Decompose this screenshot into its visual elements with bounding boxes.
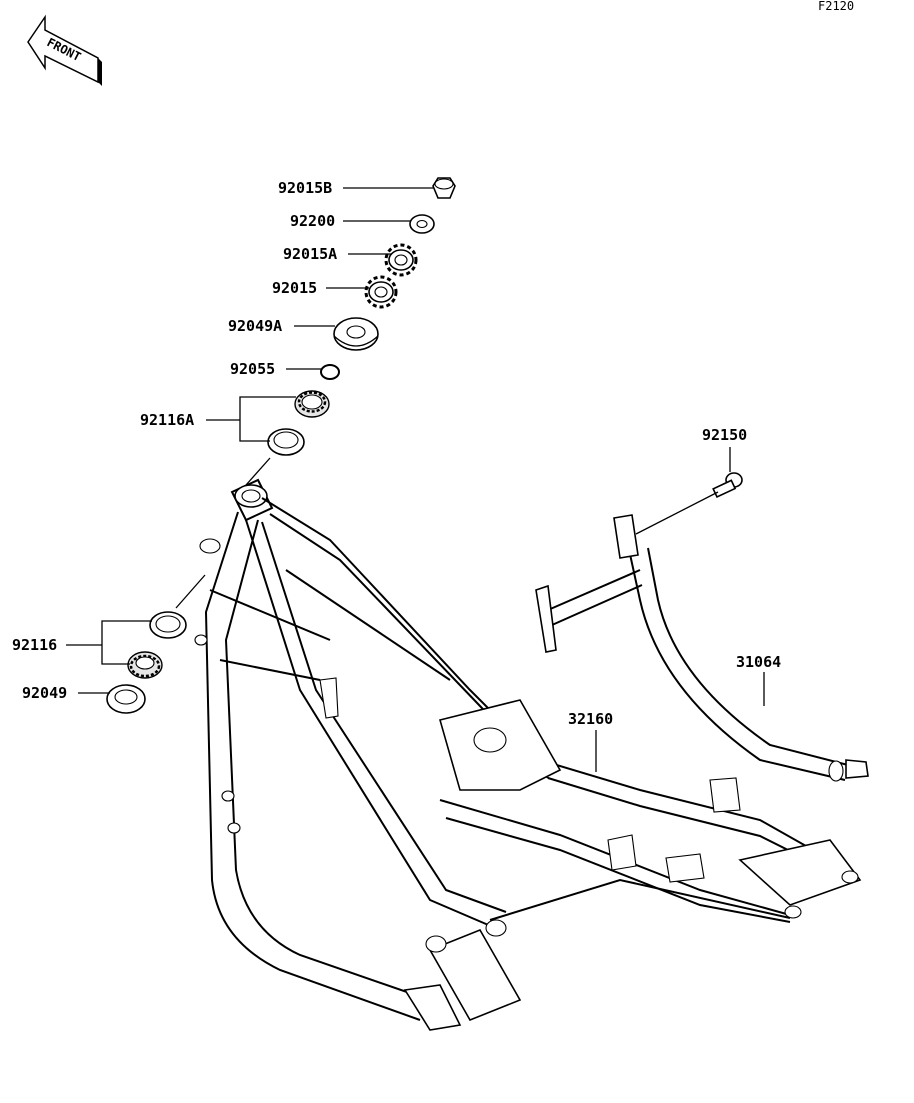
- main-frame-32160: [194, 478, 862, 1031]
- leader-lines: [66, 187, 765, 772]
- callout-92116: 92116: [12, 636, 57, 654]
- locknut-92015a: [384, 243, 418, 277]
- seal-lower-92049: [106, 684, 146, 714]
- callout-92055: 92055: [230, 360, 275, 378]
- callout-92015a: 92015A: [283, 245, 337, 263]
- bolt-92150: [712, 472, 743, 499]
- sub-frame-31064: [535, 514, 869, 782]
- callout-92015b: 92015B: [278, 179, 332, 197]
- callout-32160: 32160: [568, 710, 613, 728]
- callout-92200: 92200: [290, 212, 335, 230]
- callout-92116a: 92116A: [140, 411, 194, 429]
- race-upper-92116a: [267, 428, 305, 456]
- callout-92015: 92015: [272, 279, 317, 297]
- dust-seal-92049a: [333, 317, 379, 351]
- callout-92049: 92049: [22, 684, 67, 702]
- front-direction-arrow: FRONT: [27, 14, 102, 86]
- bearing-lower-92116: [127, 651, 163, 679]
- o-ring-92055: [320, 364, 340, 380]
- callout-31064: 31064: [736, 653, 781, 671]
- locknut-92015: [364, 275, 398, 309]
- figure-code: F2120: [818, 0, 854, 13]
- washer-92200: [409, 214, 435, 234]
- callout-92150: 92150: [702, 426, 747, 444]
- bearing-upper-92116a: [294, 390, 330, 418]
- callout-92049a: 92049A: [228, 317, 282, 335]
- race-lower-92116: [149, 611, 187, 639]
- nut-92015b: [432, 177, 456, 199]
